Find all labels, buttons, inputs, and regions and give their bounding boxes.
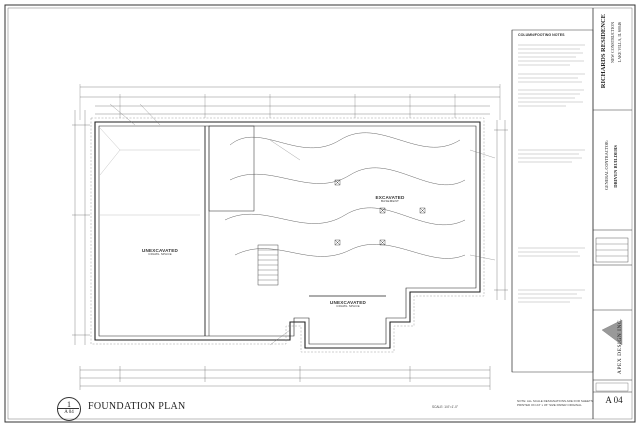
top-dimension-strings bbox=[79, 84, 501, 120]
title-block bbox=[511, 8, 632, 419]
room-title: UNEXCAVATED bbox=[141, 248, 179, 253]
crawl-space-hatch bbox=[99, 127, 200, 216]
annotation-leaders bbox=[109, 103, 496, 346]
general-note: NOTE: ALL SCALE DESIGNATIONS ARE FOR SHE… bbox=[517, 399, 593, 407]
detail-sheet-ref: A 04 bbox=[64, 410, 74, 415]
right-dimension-strings bbox=[494, 120, 508, 300]
designer-name: APEX DESIGN INC. bbox=[617, 318, 623, 375]
foundation-walls bbox=[94, 121, 481, 349]
room-label-excavated: EXCAVATED BASEMENT bbox=[360, 195, 420, 203]
apex-logo-icon bbox=[601, 319, 623, 346]
drain-tile-curves bbox=[224, 132, 466, 259]
room-subtitle: CRAWL SPACE bbox=[336, 304, 360, 308]
detail-divider bbox=[57, 408, 79, 409]
sheet-border bbox=[4, 4, 636, 423]
room-title: EXCAVATED bbox=[375, 195, 405, 200]
plan-scale: SCALE: 1/4"=1'-0" bbox=[432, 405, 458, 409]
left-dimension-strings bbox=[72, 110, 90, 345]
contractor-label: GENERAL CONTRACTOR: bbox=[604, 140, 609, 190]
notes-text-lines bbox=[518, 44, 585, 303]
sheet-inner-border bbox=[7, 7, 633, 420]
room-label-unexcavated-south: UNEXCAVATED CRAWL SPACE bbox=[318, 300, 378, 308]
detail-callout: 1 A 04 bbox=[57, 397, 81, 421]
contractor-name: DRIVEN BUILDERS bbox=[613, 145, 618, 188]
plan-title: FOUNDATION PLAN bbox=[88, 401, 186, 412]
column-footings bbox=[334, 179, 426, 246]
room-subtitle: CRAWL SPACE bbox=[148, 252, 172, 256]
room-title: UNEXCAVATED bbox=[329, 300, 367, 305]
notes-heading: COLUMN/FOOTING NOTES bbox=[518, 33, 565, 37]
footing-outlines bbox=[90, 117, 485, 353]
room-label-unexcavated-west: UNEXCAVATED CRAWL SPACE bbox=[125, 248, 195, 256]
bottom-dimension-strings bbox=[79, 366, 491, 390]
project-location: LAKE VILLA, IL 60046 bbox=[617, 22, 622, 63]
sheet-number: A 04 bbox=[605, 395, 623, 405]
project-subtitle: NEW CONSTRUCTION bbox=[610, 22, 615, 63]
detail-number: 1 bbox=[67, 400, 71, 409]
room-subtitle: BASEMENT bbox=[380, 199, 400, 203]
project-name: RICHARDS RESIDENCE bbox=[600, 14, 607, 89]
